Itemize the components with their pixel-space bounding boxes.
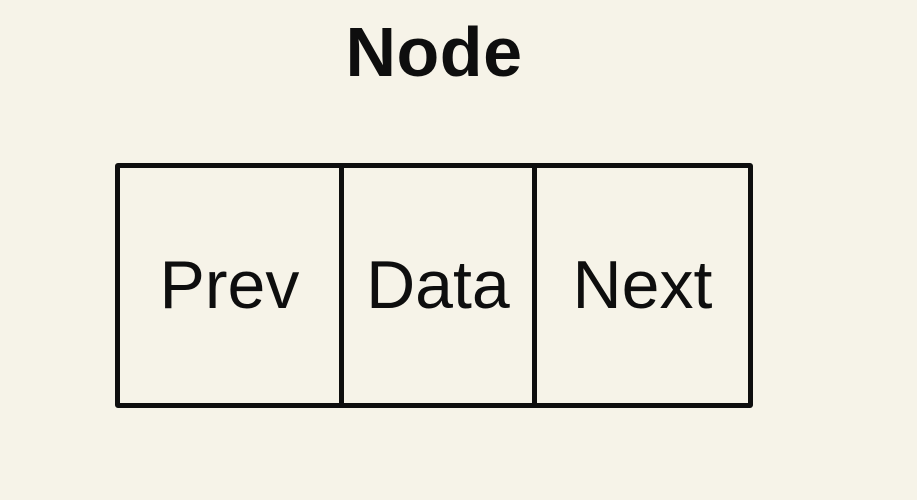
node-cell-data-label: Data — [366, 246, 510, 323]
node-cell-data: Data — [344, 168, 537, 403]
diagram-title: Node — [345, 13, 523, 91]
node-cell-prev: Prev — [120, 168, 344, 403]
node-cell-next: Next — [537, 168, 748, 403]
node-cell-prev-label: Prev — [159, 246, 300, 323]
node-cell-next-label: Next — [572, 246, 713, 323]
node-box: Prev Data Next — [115, 163, 753, 408]
